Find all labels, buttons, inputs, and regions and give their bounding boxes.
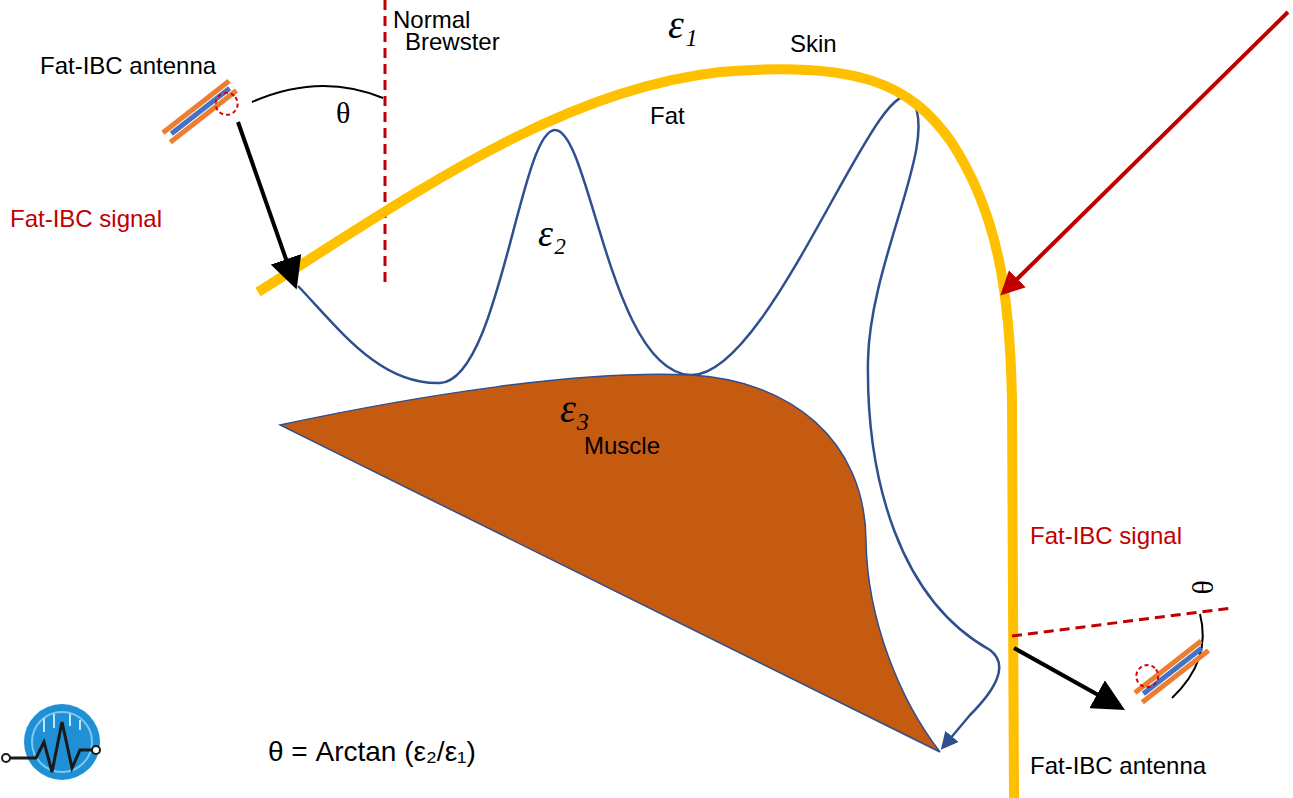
angle-symbol: θ [1186,580,1221,594]
signal-label: Fat-IBC signal [10,205,162,233]
layer-label: Fat [650,102,685,130]
permittivity-label: ε₂ [538,212,566,256]
logo [2,704,100,780]
antenna-icon [1125,628,1210,704]
permittivity-label: ε₃ [560,386,590,432]
antenna-label: Fat-IBC antenna [40,52,216,80]
antenna-label: Fat-IBC antenna [1030,752,1206,780]
permittivity-label: ε₁ [668,2,698,48]
antenna-icon [161,79,246,154]
region-label: Muscle [584,432,660,460]
pointer-arrow [1006,12,1288,290]
normal-line [384,0,387,282]
angle-name: Brewster [405,28,500,56]
signal-label: Fat-IBC signal [1030,522,1182,550]
angle-arc [252,86,383,102]
muscle-region: ε₃Muscle [278,368,944,756]
skin-layer [258,69,1014,798]
normal-line [1012,608,1232,636]
region-outline [278,368,944,756]
angle-symbol: θ [336,96,350,131]
layer-label: Skin [790,30,837,58]
signal-arrow [1014,648,1118,706]
signal-arrow [238,122,294,282]
formula: θ = Arctan (ε₂/ε₁) [268,736,476,768]
